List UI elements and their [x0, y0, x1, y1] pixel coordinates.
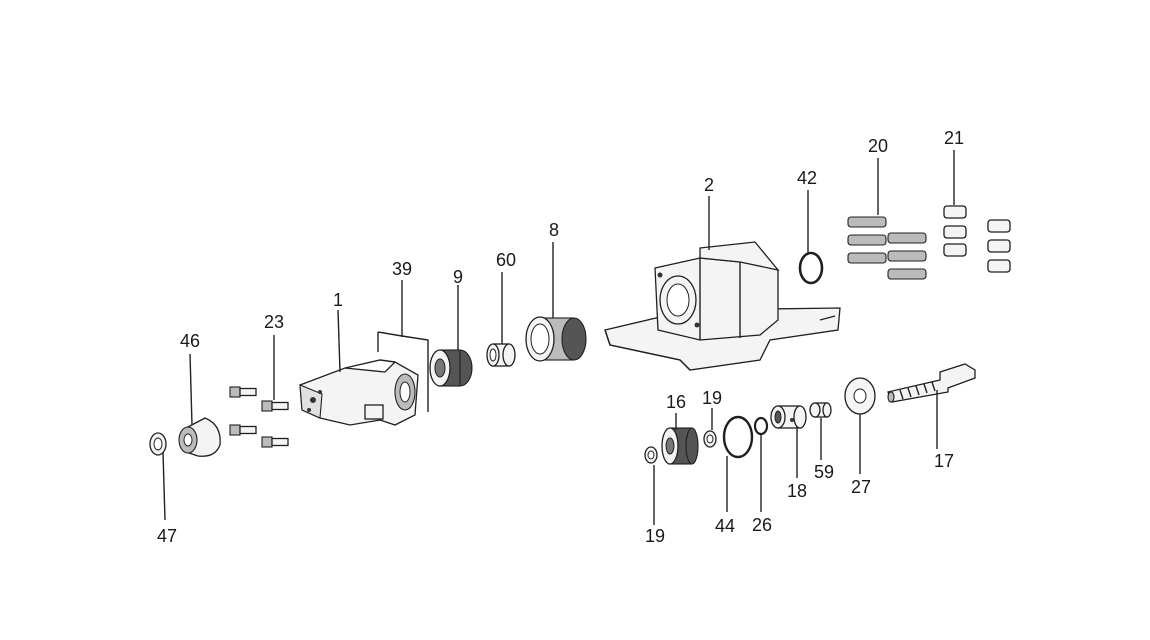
part-44-o-ring [722, 415, 754, 459]
part-17-shaft [887, 363, 976, 403]
part-20-studs [847, 216, 927, 280]
label-9: 9 [453, 267, 463, 287]
part-18-sleeve [770, 405, 807, 429]
part-19-washer-lower [644, 446, 658, 464]
label-27: 27 [851, 477, 871, 497]
label-1: 1 [333, 290, 343, 310]
part-16-pinion [661, 427, 699, 465]
label-59: 59 [814, 462, 834, 482]
part-2-main-housing [604, 241, 841, 371]
label-60: 60 [496, 250, 516, 270]
label-21: 21 [944, 128, 964, 148]
part-59-bushing [809, 402, 832, 418]
part-19-washer-upper [703, 430, 717, 448]
label-19-upper: 19 [702, 388, 722, 408]
part-47-snap-ring [149, 432, 167, 456]
part-60-bushing [486, 343, 516, 367]
label-42: 42 [797, 168, 817, 188]
leader-46 [189, 353, 193, 426]
part-26-ring [753, 416, 769, 436]
label-46: 46 [180, 331, 200, 351]
part-9-gear [429, 349, 473, 387]
label-19-lower: 19 [645, 526, 665, 546]
label-8: 8 [549, 220, 559, 240]
part-27-washer [844, 377, 876, 415]
leader-47 [162, 451, 166, 521]
label-20: 20 [868, 136, 888, 156]
label-18: 18 [787, 481, 807, 501]
part-46-cover [178, 417, 221, 457]
part-39-gasket [377, 331, 429, 412]
label-26: 26 [752, 515, 772, 535]
part-8-ring-gear [525, 316, 587, 362]
part-23-bolts [229, 386, 289, 448]
label-23: 23 [264, 312, 284, 332]
part-42-o-ring [798, 251, 824, 285]
leader-1 [337, 309, 341, 373]
label-44: 44 [715, 516, 735, 536]
label-2: 2 [704, 175, 714, 195]
label-16: 16 [666, 392, 686, 412]
label-17: 17 [934, 451, 954, 471]
label-39: 39 [392, 259, 412, 279]
part-21-nuts [943, 205, 1011, 273]
label-47: 47 [157, 526, 177, 546]
part-1-housing [299, 359, 419, 426]
